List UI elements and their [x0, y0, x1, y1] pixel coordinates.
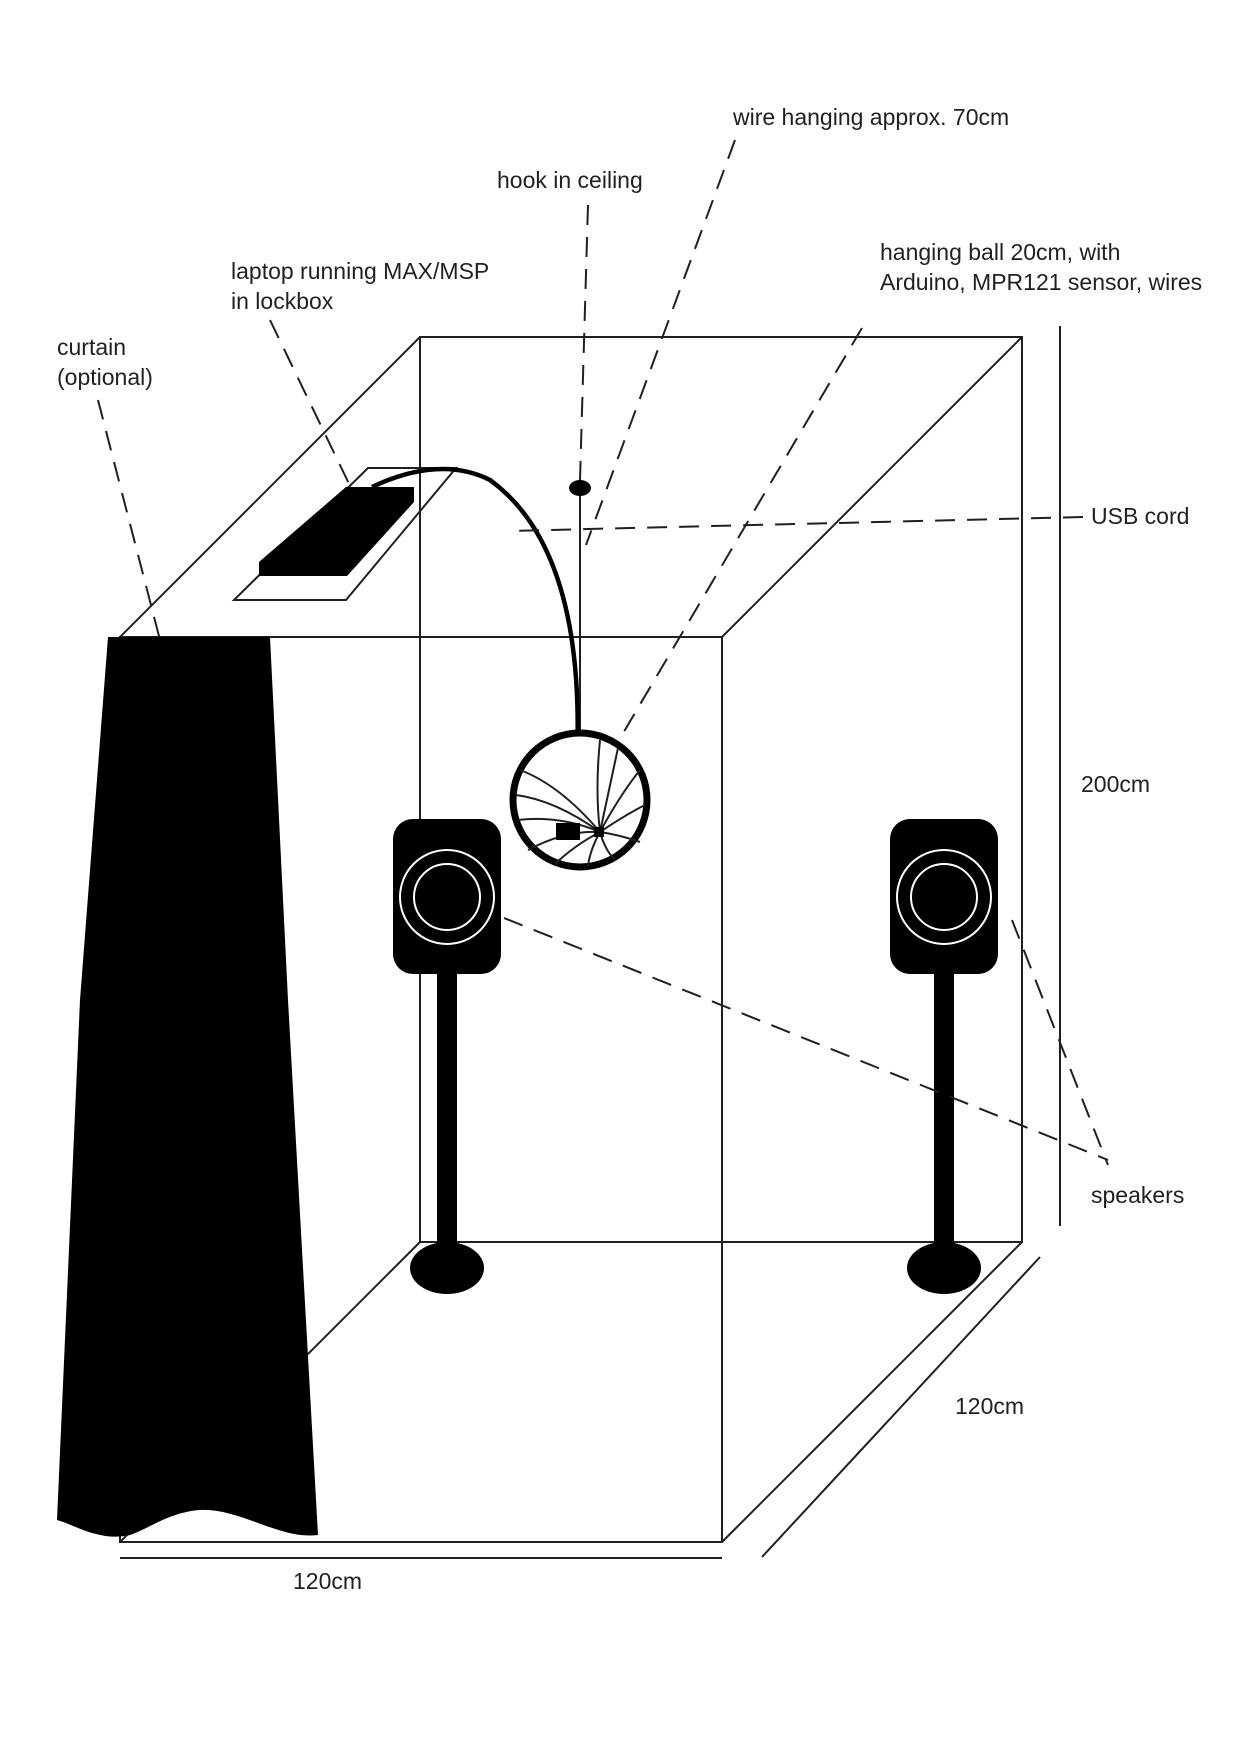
speakers-leader-right — [1011, 919, 1109, 1166]
speaker-left — [393, 819, 501, 1294]
speaker-left-base — [410, 1242, 484, 1294]
speaker-left-cone-outer — [399, 849, 495, 945]
speaker-right-stand — [934, 974, 954, 1244]
dimension-lines — [120, 326, 1061, 1559]
laptop-label-line2: in lockbox — [231, 288, 334, 314]
speaker-left-cone-inner — [413, 863, 481, 931]
curtain-label-line1: curtain — [57, 334, 127, 360]
speaker-right-cabinet — [890, 819, 998, 974]
speaker-right — [890, 819, 998, 1294]
usb-cord — [371, 466, 580, 828]
usb-cord-label: USB cord — [1091, 503, 1190, 529]
ceiling-hook-icon — [569, 480, 591, 496]
speaker-left-cabinet — [393, 819, 501, 974]
depth-label: 120cm — [955, 1393, 1025, 1419]
speaker-right-cone-outer — [896, 849, 992, 945]
hook-label: hook in ceiling — [497, 167, 643, 193]
ball-label-line2: Arduino, MPR121 sensor, wires — [880, 269, 1203, 295]
laptop-label-line1: laptop running MAX/MSP — [231, 258, 490, 284]
curtain-leader — [97, 399, 161, 641]
hanging-ball — [509, 729, 651, 871]
ball-label-line1: hanging ball 20cm, with — [880, 239, 1121, 265]
width-label: 120cm — [293, 1568, 363, 1594]
depth-dimension-line — [761, 1256, 1041, 1558]
laptop-lockbox — [231, 467, 459, 601]
usb-leader — [507, 516, 1084, 532]
speaker-right-base — [907, 1242, 981, 1294]
height-label: 200cm — [1081, 771, 1151, 797]
wire-leader — [585, 139, 736, 546]
mpr121-sensor — [594, 827, 604, 837]
speakers-leader-left — [503, 917, 1109, 1161]
callout-leaders — [97, 139, 1109, 1166]
curtain — [57, 637, 318, 1537]
hook-and-wire — [569, 480, 591, 732]
curtain-label-line2: (optional) — [57, 364, 153, 390]
wire-label: wire hanging approx. 70cm — [733, 104, 1010, 130]
ball-leader — [621, 327, 863, 736]
arduino-board — [556, 823, 580, 840]
edge-bottom-right — [721, 1241, 1023, 1543]
laptop-leader — [269, 319, 353, 491]
speaker-right-cone-inner — [910, 863, 978, 931]
speaker-left-stand — [437, 974, 457, 1254]
edge-top-right — [721, 336, 1023, 638]
hook-leader — [579, 204, 589, 481]
edge-top-left — [119, 336, 421, 638]
laptop-icon — [259, 487, 414, 576]
speakers-label: speakers — [1091, 1182, 1185, 1208]
